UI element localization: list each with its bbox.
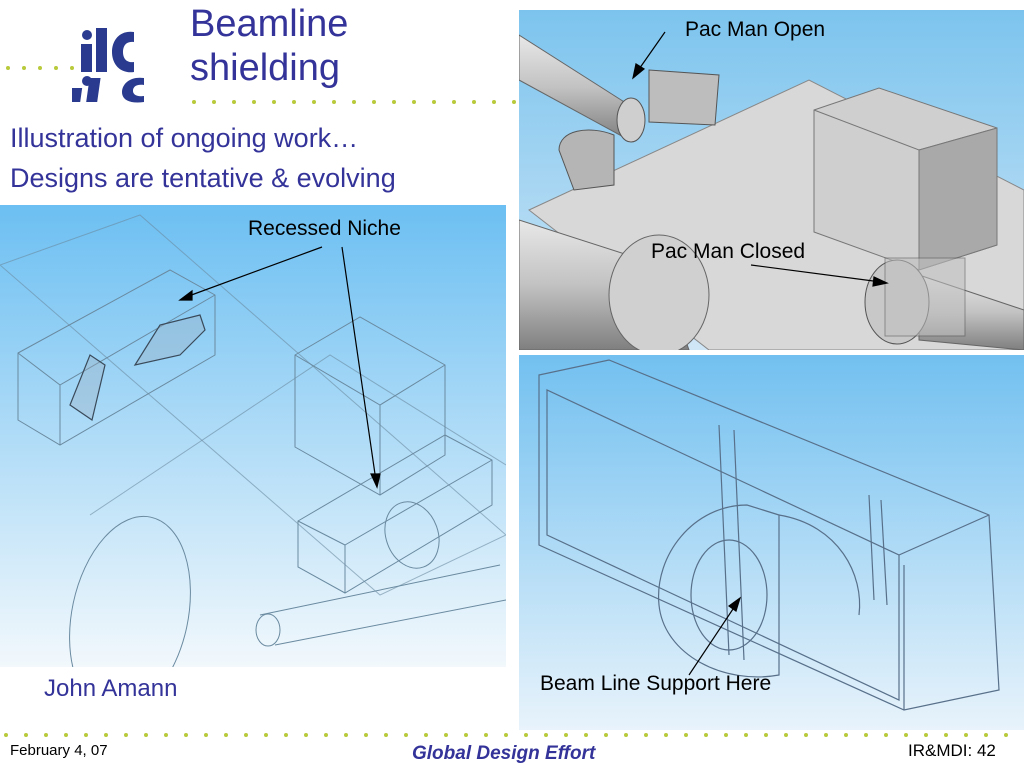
rule-dot — [504, 733, 508, 737]
rule-dot — [384, 733, 388, 737]
rule-dot — [244, 733, 248, 737]
rule-dot — [38, 66, 42, 70]
rule-dot — [292, 100, 296, 104]
cad-panel-pac-man: Pac Man Open Pac Man Closed — [519, 10, 1024, 350]
rule-dot — [304, 733, 308, 737]
rule-dot — [224, 733, 228, 737]
rule-dot — [284, 733, 288, 737]
rule-dot — [644, 733, 648, 737]
rule-dot — [412, 100, 416, 104]
footer-page-number: IR&MDI: 42 — [908, 741, 996, 760]
rule-dot — [232, 100, 236, 104]
rule-dot — [724, 733, 728, 737]
rule-dot — [392, 100, 396, 104]
rule-dot — [492, 100, 496, 104]
rule-dot — [984, 733, 988, 737]
rule-dot — [664, 733, 668, 737]
rule-dot — [1004, 733, 1008, 737]
slide-title: Beamline shielding — [190, 3, 349, 89]
rule-dot — [352, 100, 356, 104]
rule-dot — [212, 100, 216, 104]
rule-dot — [424, 733, 428, 737]
rule-dot — [512, 100, 516, 104]
rule-dot — [432, 100, 436, 104]
slide-subtitle: Illustration of ongoing work… Designs ar… — [10, 118, 510, 198]
cad-panel-recessed-niche: Recessed Niche — [0, 205, 506, 667]
rule-dot — [564, 733, 568, 737]
rule-dot — [64, 733, 68, 737]
footer-title: Global Design Effort — [412, 743, 596, 764]
rule-dot — [332, 100, 336, 104]
rule-dot — [70, 66, 74, 70]
rule-dot — [4, 733, 8, 737]
rule-dot — [324, 733, 328, 737]
rule-dot — [472, 100, 476, 104]
rule-dot — [372, 100, 376, 104]
rule-dot — [54, 66, 58, 70]
cad-panel-beam-line-support: Beam Line Support Here — [519, 355, 1024, 730]
rule-dot — [44, 733, 48, 737]
rule-dot — [944, 733, 948, 737]
rule-dot — [84, 733, 88, 737]
rule-dot — [404, 733, 408, 737]
subtitle-line-1: Illustration of ongoing work… — [10, 123, 359, 153]
rule-dot — [784, 733, 788, 737]
rule-dot — [464, 733, 468, 737]
rule-dot — [264, 733, 268, 737]
rule-dot — [864, 733, 868, 737]
rule-dot — [824, 733, 828, 737]
rule-dot — [164, 733, 168, 737]
rule-dot — [364, 733, 368, 737]
rule-dot — [252, 100, 256, 104]
rule-dot — [584, 733, 588, 737]
rule-dot — [192, 100, 196, 104]
rule-dot — [452, 100, 456, 104]
label-pac-man-open: Pac Man Open — [685, 18, 826, 41]
rule-dot — [6, 66, 10, 70]
rule-dot — [524, 733, 528, 737]
label-beam-line-support: Beam Line Support Here — [540, 672, 772, 695]
rule-dot — [344, 733, 348, 737]
rule-dot — [744, 733, 748, 737]
ilc-logo — [72, 28, 144, 103]
author-name: John Amann — [44, 675, 178, 702]
footer-date: February 4, 07 — [10, 742, 108, 759]
rule-dot — [184, 733, 188, 737]
rule-dot — [764, 733, 768, 737]
rule-dot — [312, 100, 316, 104]
rule-dot — [204, 733, 208, 737]
cad-drawing-recessed-niche — [0, 205, 506, 667]
rule-dot — [964, 733, 968, 737]
rule-dot — [804, 733, 808, 737]
rule-dot — [124, 733, 128, 737]
rule-dot — [624, 733, 628, 737]
label-pac-man-closed: Pac Man Closed — [651, 240, 806, 263]
rule-dot — [844, 733, 848, 737]
rule-dot — [272, 100, 276, 104]
rule-dot — [684, 733, 688, 737]
rule-dot — [924, 733, 928, 737]
rule-dot — [144, 733, 148, 737]
rule-dot — [904, 733, 908, 737]
subtitle-line-2: Designs are tentative & evolving — [10, 163, 396, 193]
rule-dot — [104, 733, 108, 737]
rule-dot — [484, 733, 488, 737]
rule-dot — [22, 66, 26, 70]
rule-dot — [604, 733, 608, 737]
rule-dot — [544, 733, 548, 737]
rule-dot — [24, 733, 28, 737]
cad-drawing-beam-line-support — [519, 355, 1024, 730]
rule-dot — [884, 733, 888, 737]
rule-dot — [704, 733, 708, 737]
label-recessed-niche: Recessed Niche — [248, 217, 401, 240]
cad-drawing-pac-man — [519, 10, 1024, 350]
rule-dot — [444, 733, 448, 737]
